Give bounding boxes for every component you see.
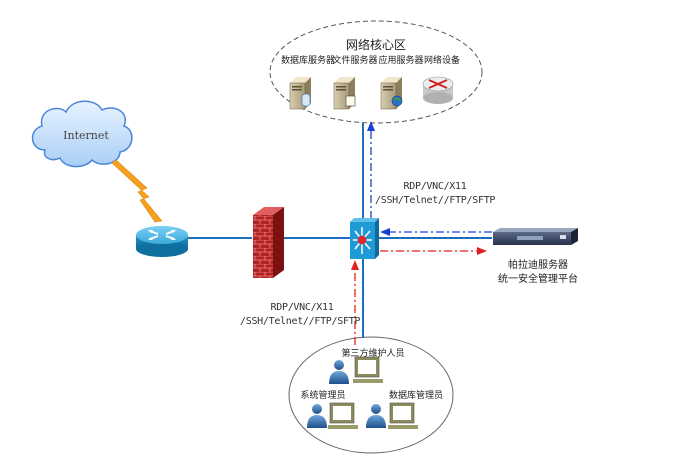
internet-label: Internet: [63, 129, 109, 142]
lightning-link-icon: [111, 159, 163, 223]
database-admin-workstation-icon: [366, 402, 418, 429]
internet-cloud-icon: [31, 100, 133, 168]
core-zone-boundary: [269, 20, 483, 124]
firewall-icon: [253, 207, 284, 278]
protocols-top-line2: /SSH/Telnet//FTP/SFTP: [375, 195, 496, 206]
application-server-icon: [380, 77, 403, 110]
bastion-server-icon: [493, 228, 578, 245]
protocols-top-line1: RDP/VNC/X11: [403, 181, 467, 192]
network-device-icon: [422, 76, 454, 104]
core-switch-icon: [350, 218, 379, 259]
flow-blue-up-arrowhead: [367, 121, 375, 131]
flow-red-right-arrowhead: [477, 247, 487, 255]
bastion-label-line2: 统一安全管理平台: [498, 274, 578, 285]
third-party-maintainer-workstation-icon: [329, 356, 383, 384]
device-label-application-server: 应用服务器: [378, 56, 424, 66]
bastion-label-line1: 帕拉迪服务器: [508, 260, 568, 271]
core-zone-title: 网络核心区: [345, 38, 406, 52]
database-server-icon: [289, 77, 311, 110]
protocols-bottom-line2: /SSH/Telnet//FTP/SFTP: [240, 316, 361, 327]
flow-red-up-arrowhead: [351, 260, 359, 270]
user-label-third-party: 第三方维护人员: [341, 349, 405, 359]
router-icon: [136, 226, 188, 257]
system-admin-workstation-icon: [307, 402, 358, 429]
user-label-database-admin: 数据库管理员: [388, 391, 443, 401]
file-server-icon: [333, 77, 356, 110]
device-label-database-server: 数据库服务器: [280, 56, 335, 66]
flow-blue-left-arrowhead: [380, 228, 390, 236]
device-label-network-device: 网络设备: [423, 56, 460, 66]
users-zone-boundary: [288, 336, 454, 454]
protocols-bottom-line1: RDP/VNC/X11: [270, 302, 334, 313]
device-label-file-server: 文件服务器: [332, 56, 378, 66]
user-label-system-admin: 系统管理员: [300, 391, 346, 401]
